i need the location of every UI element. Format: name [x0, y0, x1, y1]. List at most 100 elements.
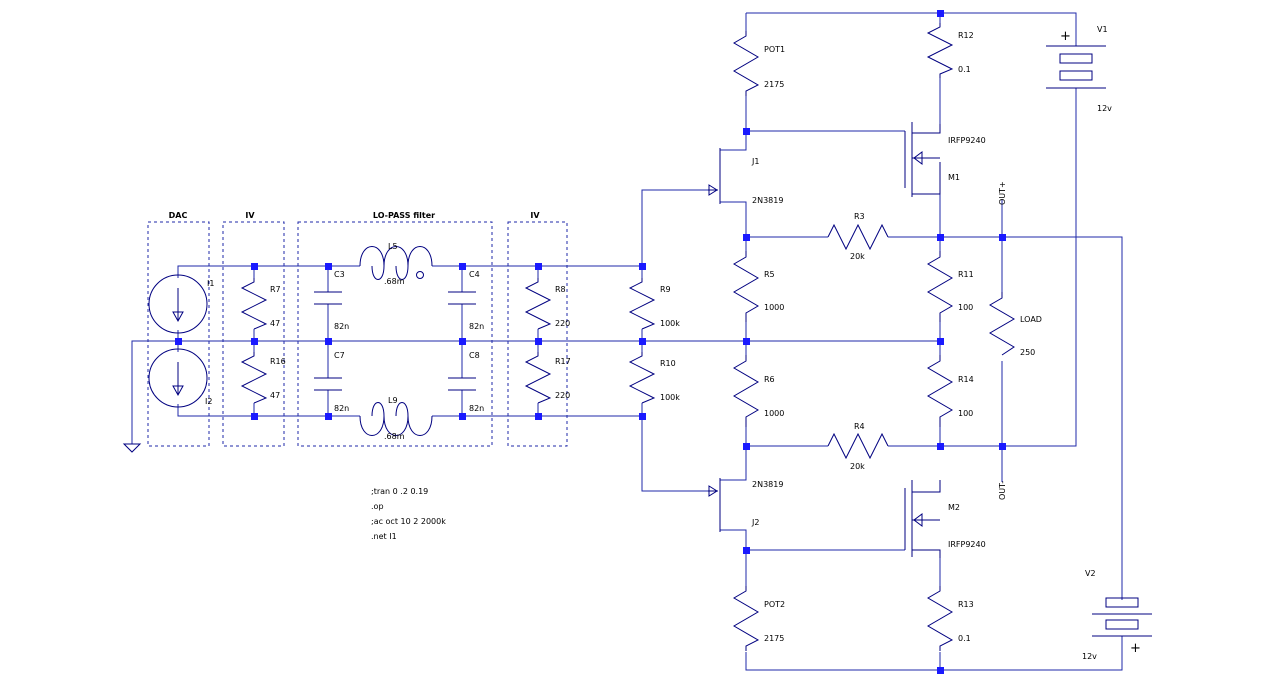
r7-value: 47	[270, 319, 280, 328]
r10-value: 100k	[660, 393, 680, 402]
mosfet-m2	[904, 480, 941, 558]
directive-tran: ;tran 0 .2 0.19	[371, 487, 428, 496]
l5-value: .68m	[384, 277, 405, 286]
lopass-box-label: LO-PASS filter	[373, 211, 435, 220]
v2-value: 12v	[1082, 652, 1097, 661]
pot1-value: 2175	[764, 80, 784, 89]
r17-value: 220	[555, 391, 570, 400]
resistor-r3	[827, 223, 889, 251]
r14-ref: R14	[958, 375, 974, 384]
resistor-r14	[927, 355, 953, 427]
inductor-l9	[359, 402, 433, 436]
resistor-pot2	[733, 586, 760, 651]
r5-ref: R5	[764, 270, 775, 279]
resistor-r8	[524, 278, 552, 330]
r3-value: 20k	[850, 252, 865, 261]
r11-value: 100	[958, 303, 973, 312]
r3-ref: R3	[854, 212, 865, 221]
v1-value: 12v	[1097, 104, 1112, 113]
capacitor-c3	[314, 291, 342, 305]
net-out-plus: OUT+	[998, 181, 1007, 205]
r9-value: 100k	[660, 319, 680, 328]
pot1-ref: POT1	[764, 45, 785, 54]
c8-ref: C8	[469, 351, 480, 360]
r4-ref: R4	[854, 422, 865, 431]
r14-value: 100	[958, 409, 973, 418]
iv-box-1-label: IV	[245, 211, 255, 220]
resistor-pot1	[733, 31, 760, 96]
resistor-r17	[524, 352, 552, 404]
iv-box-2-label: IV	[530, 211, 540, 220]
battery-v2	[1092, 597, 1152, 637]
r16-value: 47	[270, 391, 280, 400]
r6-ref: R6	[764, 375, 775, 384]
j1-ref: J1	[751, 157, 759, 166]
r12-ref: R12	[958, 31, 974, 40]
spice-directives: ;tran 0 .2 0.19 .op ;ac oct 10 2 2000k .…	[371, 487, 446, 541]
lopass-box	[297, 221, 493, 447]
net-out-minus: OUT-	[998, 481, 1007, 500]
r11-ref: R11	[958, 270, 974, 279]
pot2-value: 2175	[764, 634, 784, 643]
j2-model: 2N3819	[752, 480, 783, 489]
i2-ref: I2	[205, 397, 212, 406]
directive-op: .op	[371, 502, 384, 511]
dac-box	[147, 221, 210, 447]
l9-value: .68m	[384, 432, 405, 441]
r6-value: 1000	[764, 409, 784, 418]
directive-net: .net I1	[371, 532, 397, 541]
resistor-r5	[733, 251, 759, 322]
r13-ref: R13	[958, 600, 974, 609]
m1-model: IRFP9240	[948, 136, 986, 145]
resistor-r4	[827, 432, 889, 460]
r7-ref: R7	[270, 285, 281, 294]
v1-plus: +	[1060, 29, 1071, 44]
mosfet-m1	[904, 122, 941, 197]
j1-model: 2N3819	[752, 196, 783, 205]
i1-ref: I1	[207, 279, 214, 288]
resistor-r7	[240, 278, 268, 330]
c4-value: 82n	[469, 322, 484, 331]
c7-value: 82n	[334, 404, 349, 413]
l5-ref: L5	[388, 242, 398, 251]
c8-value: 82n	[469, 404, 484, 413]
resistor-r10	[628, 352, 656, 404]
v1-ref: V1	[1097, 25, 1108, 34]
r8-ref: R8	[555, 285, 566, 294]
c3-ref: C3	[334, 270, 345, 279]
m2-ref: M2	[948, 503, 960, 512]
current-source-i1	[148, 274, 208, 334]
current-source-i2	[148, 348, 208, 408]
ground-wire	[131, 340, 940, 444]
v2-ref: V2	[1085, 569, 1096, 578]
battery-v1	[1046, 45, 1106, 89]
resistor-r11	[927, 251, 953, 322]
jfet-j2	[708, 478, 721, 532]
r9-ref: R9	[660, 285, 671, 294]
c3-value: 82n	[334, 322, 349, 331]
c7-ref: C7	[334, 351, 345, 360]
capacitor-c8	[448, 377, 476, 391]
resistor-load	[989, 292, 1015, 356]
bottom-supply-rail	[745, 550, 1123, 671]
resistor-r12	[926, 23, 954, 78]
r13-value: 0.1	[958, 634, 971, 643]
capacitor-c4	[448, 291, 476, 305]
resistor-r16	[240, 352, 268, 404]
m2-model: IRFP9240	[948, 540, 986, 549]
jfet-j1	[708, 148, 721, 204]
pot1-wire	[745, 13, 905, 132]
c4-ref: C4	[469, 270, 480, 279]
iv-box-1	[222, 221, 285, 447]
component-labels: I1 I2 R7 47 R16 47 C3 82n C7 82n L5 .68m…	[205, 25, 1141, 661]
j1-body-wire	[719, 131, 747, 237]
directive-ac: ;ac oct 10 2 2000k	[371, 517, 446, 526]
r5-value: 1000	[764, 303, 784, 312]
group-boxes: DAC IV LO-PASS filter IV	[147, 211, 568, 447]
j2-ref: J2	[751, 518, 759, 527]
r16-ref: R16	[270, 357, 286, 366]
l9-ref: L9	[388, 396, 398, 405]
m1-ref: M1	[948, 173, 960, 182]
load-value: 250	[1020, 348, 1035, 357]
